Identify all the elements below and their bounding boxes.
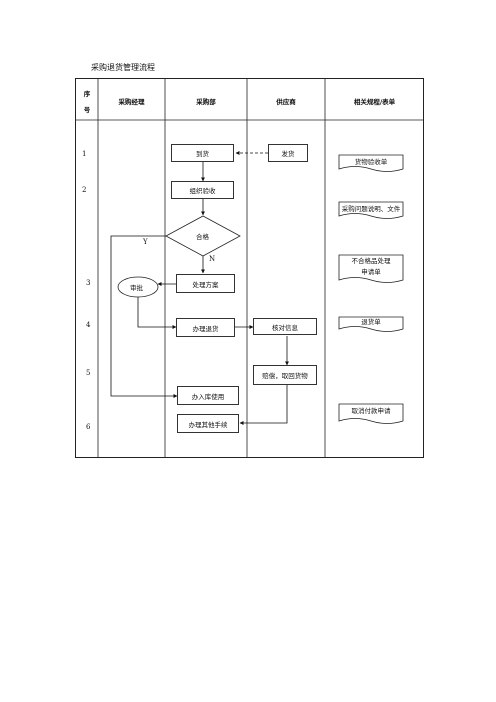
- form-return: 退货单: [361, 318, 381, 326]
- node-return-process: 办理退货: [176, 318, 235, 337]
- header-seq: 序 号: [76, 86, 98, 118]
- node-inspection: 组织验收: [171, 181, 234, 199]
- form-nonconform: 不合格品处理 申请单: [339, 256, 403, 278]
- node-compensate: 赔偿，取回货物: [253, 365, 317, 385]
- node-qualified: 合格: [196, 233, 209, 241]
- arrow-decision-yes-to-stockin: [110, 235, 178, 398]
- form-nonconform-line1: 不合格品处理: [351, 257, 391, 265]
- header-manager: 采购经理: [118, 98, 145, 106]
- doc-shape-problem-doc: [338, 201, 404, 219]
- header-purchasing: 采购部: [196, 98, 216, 106]
- node-ship: 发货: [268, 144, 308, 162]
- header-seq-line2: 号: [83, 106, 91, 114]
- doc-shape-inspection-form: [338, 154, 404, 172]
- step-number: 5: [86, 369, 91, 377]
- node-stock-in: 办入库使用: [177, 386, 239, 405]
- node-plan: 处理方案: [176, 274, 235, 293]
- doc-shape-cancel-payment: [338, 403, 404, 424]
- decision-diamond: [165, 215, 241, 257]
- form-nonconform-line2: 申请单: [361, 268, 381, 276]
- node-approve: 审批: [130, 284, 143, 292]
- node-other-procedures: 办理其他手续: [177, 414, 239, 433]
- node-verify-info: 核对信息: [253, 318, 317, 335]
- step-number: 3: [86, 279, 91, 287]
- step-number: 1: [82, 150, 87, 158]
- page-title: 采购退货管理流程: [91, 63, 155, 72]
- label-yes: Y: [143, 238, 148, 246]
- header-supplier: 供应商: [276, 98, 296, 106]
- approve-ellipse: [117, 276, 159, 298]
- form-inspection: 货物验收单: [354, 158, 388, 166]
- flowchart-frame: [75, 78, 424, 458]
- header-forms: 相关规程/表单: [353, 98, 396, 106]
- doc-shape-return-form: [338, 316, 404, 332]
- step-number: 6: [86, 423, 91, 431]
- arrow-approve-to-return: [137, 296, 177, 329]
- form-cancel-payment: 取消付款申请: [351, 407, 391, 415]
- step-number: 4: [86, 321, 91, 329]
- doc-shape-nonconform: [338, 254, 404, 283]
- arrow-compensate-to-other: [239, 385, 288, 425]
- node-arrival: 到货: [171, 144, 234, 162]
- header-seq-line1: 序: [83, 90, 91, 98]
- label-no: N: [209, 255, 216, 263]
- step-number: 2: [82, 186, 87, 194]
- form-problem-doc: 采购问题说明、文件: [341, 205, 401, 213]
